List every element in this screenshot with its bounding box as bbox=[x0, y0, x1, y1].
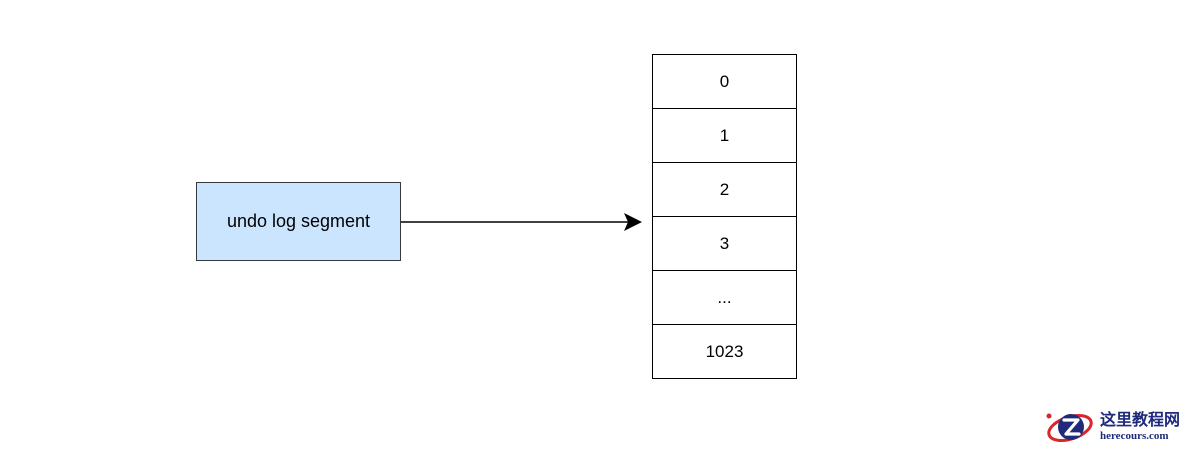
slot-label: 0 bbox=[719, 71, 730, 91]
arrowhead-icon bbox=[624, 213, 642, 231]
slot-label: 3 bbox=[719, 233, 730, 253]
watermark-domain: herecours.com bbox=[1100, 430, 1169, 442]
z-logo-icon bbox=[1046, 413, 1093, 442]
slot-1023: 1023 bbox=[653, 325, 796, 379]
watermark-name: 这里教程网 bbox=[1100, 410, 1181, 429]
slot-2: 2 bbox=[653, 163, 796, 217]
slot-label: 1023 bbox=[705, 341, 744, 361]
undo-log-segment-box: undo log segment bbox=[196, 182, 401, 261]
slot-ellipsis: ... bbox=[653, 271, 796, 325]
slot-1: 1 bbox=[653, 109, 796, 163]
slot-label: 2 bbox=[719, 179, 730, 199]
slot-stack: 0 1 2 3 ... 1023 bbox=[652, 54, 797, 379]
slot-label: 1 bbox=[719, 125, 730, 145]
slot-3: 3 bbox=[653, 217, 796, 271]
watermark: 这里教程网 herecours.com bbox=[1044, 404, 1192, 450]
slot-0: 0 bbox=[653, 55, 796, 109]
undo-log-segment-label: undo log segment bbox=[226, 211, 371, 231]
slot-label: ... bbox=[717, 287, 732, 307]
